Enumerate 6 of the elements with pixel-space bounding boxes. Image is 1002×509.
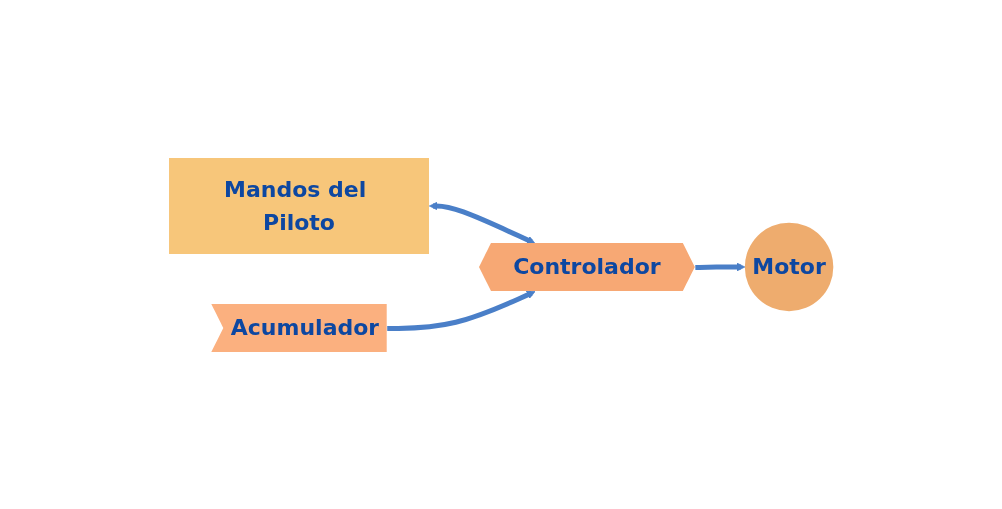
node-circle: Motor — [744, 222, 834, 311]
node-box: Controlador — [478, 242, 695, 291]
arrow — [695, 262, 746, 271]
node-box: Mandos del Piloto — [168, 157, 429, 254]
arrow — [387, 290, 536, 331]
arrow — [428, 201, 536, 244]
